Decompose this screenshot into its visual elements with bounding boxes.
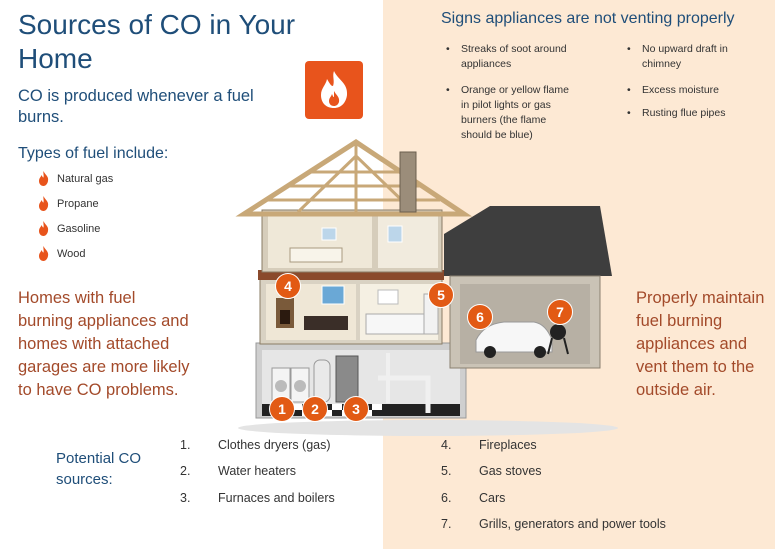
chimney [399,151,417,213]
bullet-icon: • [446,84,450,96]
source-item: 3. Furnaces and boilers [180,491,380,507]
flame-icon [39,246,49,261]
fuel-label: Gasoline [57,222,101,235]
sign-item: • Streaks of soot around appliances [446,42,581,72]
bullet-icon: • [627,107,631,119]
fuel-item: Wood [38,246,86,261]
sign-label: Orange or yellow flame in pilot lights o… [461,84,569,141]
fire-icon-badge [305,61,363,119]
flame-icon [39,196,49,211]
potential-sources-label: Potential CO sources: [56,450,142,488]
page-title: Sources of CO in Your Home [18,9,296,74]
bullet-icon: • [446,43,450,55]
source-number: 4. [441,438,452,452]
house-cutaway-illustration [235,139,618,436]
source-number: 6. [441,491,452,505]
roof-frame [235,139,473,217]
source-number: 1. [180,438,191,452]
source-number: 3. [180,491,191,505]
marker-fireplace: 4 [275,273,301,299]
source-label: Grills, generators and power tools [479,517,666,531]
marker-water-heater: 2 [302,396,328,422]
fuel-label: Wood [57,247,86,260]
source-item: 5. Gas stoves [441,464,761,480]
sign-label: No upward draft in chimney [642,43,728,70]
fuel-label: Propane [57,197,99,210]
source-item: 7. Grills, generators and power tools [441,517,761,533]
grill [550,324,566,340]
source-item: 6. Cars [441,491,761,507]
bed [289,247,343,263]
source-number: 5. [441,464,452,478]
garage-roof [444,206,612,276]
homes-warning-text: Homes with fuel burning appliances and h… [18,289,190,399]
source-label: Fireplaces [479,438,537,452]
sign-label: Excess moisture [642,84,720,96]
marker-dryer: 1 [269,396,295,422]
fuel-item: Propane [38,196,99,211]
bullet-icon: • [627,84,631,96]
sign-item: • Excess moisture [627,83,762,98]
maintain-advice-text: Properly maintain fuel burning appliance… [636,289,765,399]
sign-item: • No upward draft in chimney [627,42,762,72]
source-item: 2. Water heaters [180,464,380,480]
fuel-item: Natural gas [38,171,113,186]
sign-item: • Orange or yellow flame in pilot lights… [446,83,571,143]
flame-icon [39,171,49,186]
sign-label: Streaks of soot around appliances [461,43,567,70]
source-number: 7. [441,517,452,531]
source-label: Gas stoves [479,464,542,478]
fire-icon [321,71,348,108]
intro-text: CO is produced whenever a fuel burns. [18,87,254,126]
sign-label: Rusting flue pipes [642,107,726,119]
fuel-types-heading: Types of fuel include: [18,145,169,162]
source-item: 4. Fireplaces [441,438,761,454]
sofa [304,316,348,330]
fuel-label: Natural gas [57,172,114,185]
source-label: Cars [479,491,506,505]
source-label: Furnaces and boilers [218,491,335,505]
source-label: Water heaters [218,464,297,478]
source-number: 2. [180,464,191,478]
marker-gas-stove: 5 [428,282,454,308]
signs-heading: Signs appliances are not venting properl… [441,10,735,27]
fuel-item: Gasoline [38,221,100,236]
marker-grill: 7 [547,299,573,325]
source-item: 1. Clothes dryers (gas) [180,438,380,454]
marker-furnace: 3 [343,396,369,422]
source-label: Clothes dryers (gas) [218,438,331,452]
bullet-icon: • [627,43,631,55]
sign-item: • Rusting flue pipes [627,106,762,121]
marker-car: 6 [467,304,493,330]
kitchen-counter [365,313,427,335]
flame-icon [39,221,49,236]
